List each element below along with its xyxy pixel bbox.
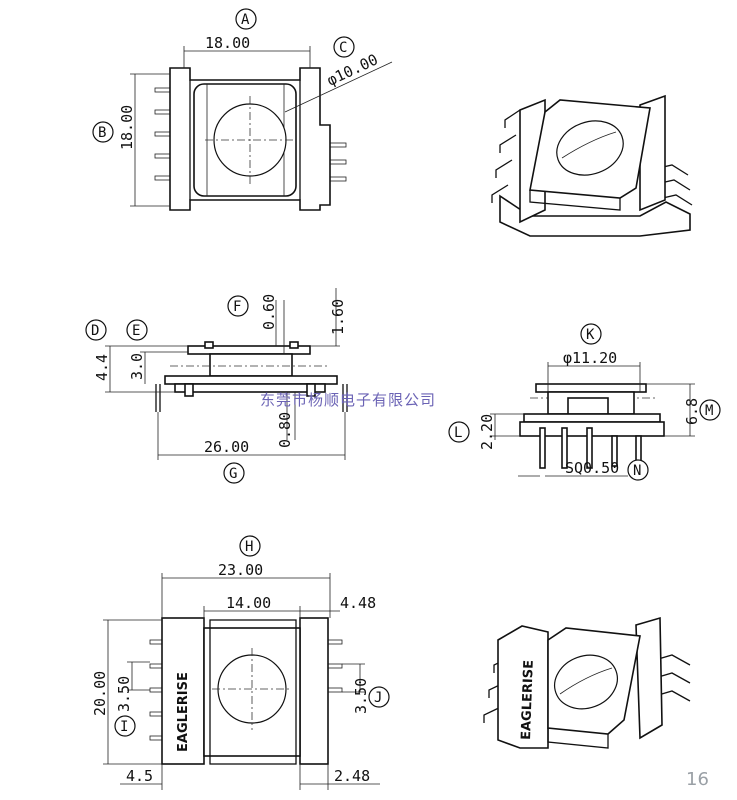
dim-n-value: SQ0.50 bbox=[565, 459, 619, 477]
dim-g-value: 26.00 bbox=[204, 438, 249, 456]
dim-f-value: 0.60 bbox=[260, 294, 278, 330]
dim-l-value: 2.20 bbox=[478, 414, 496, 450]
dim-m-value: 6.8 bbox=[683, 398, 701, 425]
dim-j-bottom-value: 2.48 bbox=[334, 767, 370, 785]
label-b: B bbox=[98, 125, 106, 141]
label-f: F bbox=[233, 299, 241, 315]
left-pins bbox=[154, 87, 172, 181]
dim-h-right-value: 4.48 bbox=[340, 594, 376, 612]
label-m: M bbox=[705, 403, 713, 419]
label-e: E bbox=[132, 323, 140, 339]
isometric-view-top bbox=[491, 94, 693, 237]
label-g: G bbox=[229, 466, 237, 482]
label-a: A bbox=[241, 12, 250, 28]
label-n: N bbox=[633, 463, 641, 479]
label-c: C bbox=[339, 40, 347, 56]
front-view: φ11.20 K 2.20 L 6.8 M SQ0.50 N bbox=[448, 323, 721, 481]
label-l: L bbox=[454, 425, 462, 441]
label-j: J bbox=[374, 690, 382, 706]
brand-text-iso-view: EAGLERISE bbox=[519, 660, 537, 740]
bottom-view: EAGLERISE 23.00 H 14.00 4.48 20.00 3.50 … bbox=[91, 535, 390, 790]
dim-g2-value: 0.80 bbox=[276, 412, 294, 448]
brand-text-bottom-view: EAGLERISE bbox=[176, 672, 191, 752]
top-view: 18.00 A 18.00 B φ10.00 C bbox=[92, 8, 393, 211]
right-pins bbox=[329, 142, 347, 182]
dim-h-value: 23.00 bbox=[218, 561, 263, 579]
dim-j-value: 3.50 bbox=[352, 678, 370, 714]
label-i: I bbox=[120, 719, 128, 735]
dim-i-height-value: 20.00 bbox=[91, 671, 109, 716]
label-d: D bbox=[91, 323, 99, 339]
dim-i-value: 3.50 bbox=[115, 676, 133, 712]
dim-k-value: φ11.20 bbox=[563, 349, 617, 367]
dim-c-value: φ10.00 bbox=[324, 50, 381, 89]
label-h: H bbox=[245, 539, 253, 555]
dim-d-value: 4.4 bbox=[93, 354, 111, 381]
dim-f2-value: 1.60 bbox=[329, 299, 347, 335]
dim-e-value: 3.0 bbox=[128, 353, 146, 380]
dim-a-value: 18.00 bbox=[205, 34, 250, 52]
page-number: 16 bbox=[686, 769, 709, 790]
label-k: K bbox=[586, 327, 595, 343]
dim-b-value: 18.00 bbox=[118, 105, 136, 150]
dim-h-inner-value: 14.00 bbox=[226, 594, 271, 612]
side-view: 4.4 D 3.0 E 0.60 F 1.60 0.80 26.00 G bbox=[85, 288, 348, 484]
dim-i-bottom-value: 4.5 bbox=[126, 767, 153, 785]
watermark-text: 东莞市杨顺电子有限公司 bbox=[260, 391, 436, 409]
isometric-view-bottom: EAGLERISE bbox=[483, 616, 691, 749]
